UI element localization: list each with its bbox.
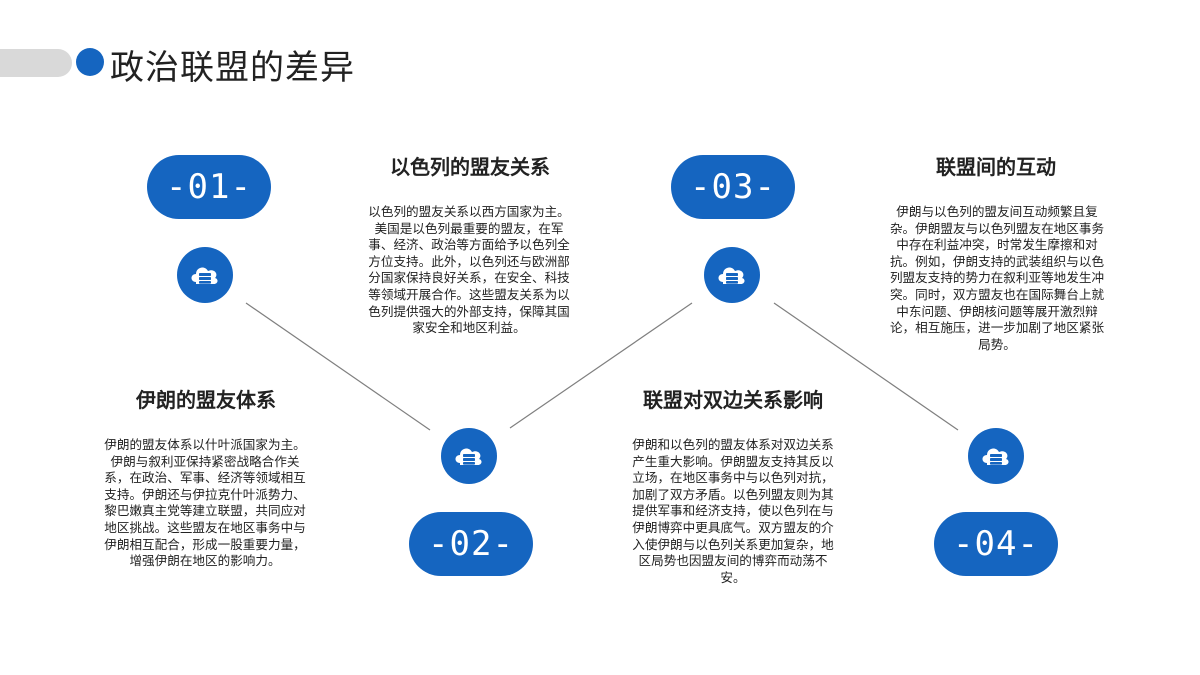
- step-2-body: 以色列的盟友关系以西方国家为主。美国是以色列最重要的盟友，在军事、经济、政治等方…: [368, 204, 570, 336]
- step-1-body: 伊朗的盟友体系以什叶派国家为主。伊朗与叙利亚保持紧密战略合作关系，在政治、军事、…: [104, 437, 306, 569]
- connector-line-1: [245, 302, 431, 431]
- cloud-server-icon: [455, 448, 482, 465]
- step-4-node: [968, 428, 1024, 484]
- step-1-node: [177, 247, 233, 303]
- step-3-heading: 联盟对双边关系影响: [643, 388, 823, 412]
- step-2-heading: 以色列的盟友关系: [390, 155, 550, 179]
- step-4-number-pill: -04-: [934, 512, 1058, 576]
- step-1-heading: 伊朗的盟友体系: [136, 388, 276, 412]
- step-1-number-pill: -01-: [147, 155, 271, 219]
- step-3-body: 伊朗和以色列的盟友体系对双边关系产生重大影响。伊朗盟友支持其反以立场，在地区事务…: [632, 437, 834, 585]
- cloud-server-icon: [982, 448, 1009, 465]
- step-4-body: 伊朗与以色列的盟友间互动频繁且复杂。伊朗盟友与以色列盟友在地区事务中存在利益冲突…: [889, 204, 1105, 352]
- step-2-node: [441, 428, 497, 484]
- connector-line-3: [773, 302, 959, 431]
- cloud-server-icon: [191, 267, 218, 284]
- step-3-number-pill: -03-: [671, 155, 795, 219]
- cloud-server-icon: [718, 267, 745, 284]
- step-2-number-pill: -02-: [409, 512, 533, 576]
- page-title: 政治联盟的差异: [110, 48, 355, 88]
- step-3-node: [704, 247, 760, 303]
- title-accent-bar: [0, 49, 72, 77]
- step-4-heading: 联盟间的互动: [936, 155, 1056, 179]
- title-bullet-dot: [76, 48, 104, 76]
- connector-line-2: [509, 302, 693, 429]
